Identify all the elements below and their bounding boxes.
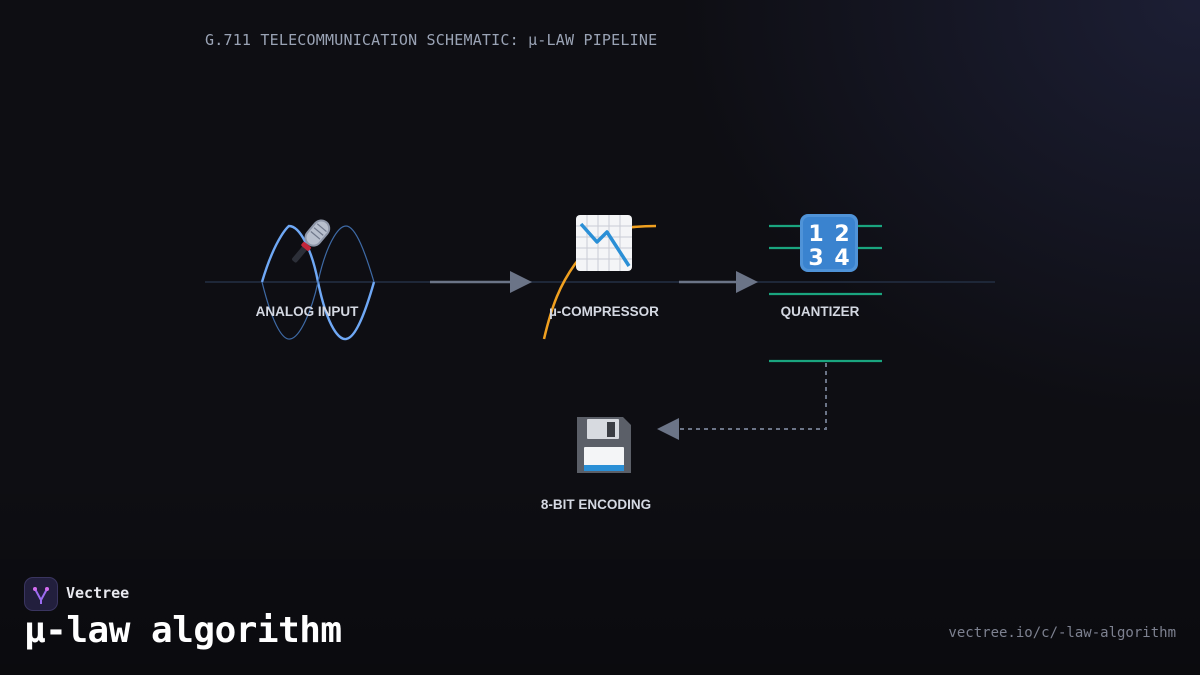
- microphone-icon: [274, 208, 344, 278]
- flow-arrow-head-1: [510, 271, 532, 293]
- encoding-feed-path: [680, 363, 827, 430]
- analog-waveform-echo: [261, 225, 375, 340]
- node-label-compressor: µ-COMPRESSOR: [549, 304, 659, 319]
- svg-text:4: 4: [834, 246, 849, 271]
- diagram-title: G.711 TELECOMMUNICATION SCHEMATIC: µ-LAW…: [205, 31, 658, 49]
- svg-text:1: 1: [808, 222, 823, 247]
- encoding-feed-arrowhead: [657, 418, 679, 440]
- node-label-encoding: 8-BIT ENCODING: [540, 497, 652, 512]
- svg-text:2: 2: [834, 222, 849, 247]
- vectree-logo-icon: [24, 577, 58, 611]
- input-numbers-icon: 1 2 3 4: [794, 208, 864, 278]
- svg-text:3: 3: [808, 246, 823, 271]
- brand-name: Vectree: [66, 584, 130, 602]
- node-label-analog-input: ANALOG INPUT: [255, 304, 359, 319]
- page-url[interactable]: vectree.io/c/-law-algorithm: [948, 625, 1176, 641]
- floppy-disk-icon: [568, 410, 638, 480]
- flow-arrow-head-2: [736, 271, 758, 293]
- node-label-quantizer: QUANTIZER: [780, 304, 860, 319]
- page-title: µ-law algorithm: [24, 610, 342, 651]
- chart-decreasing-icon: [569, 208, 639, 278]
